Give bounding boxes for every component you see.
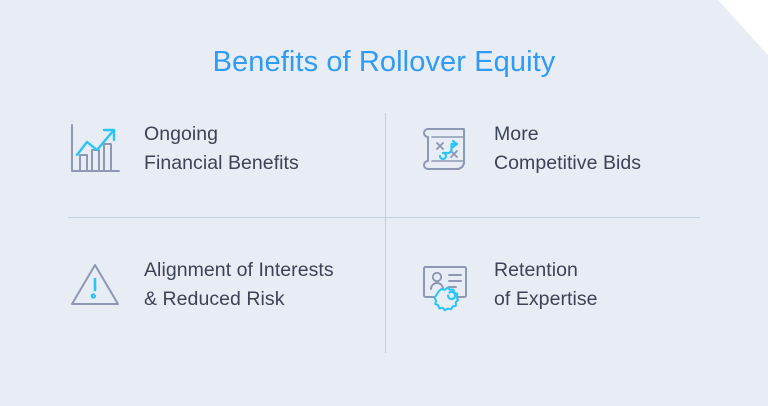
benefit-item-more-competitive-bids: More Competitive Bids bbox=[416, 120, 641, 178]
growth-bar-chart-icon bbox=[66, 120, 124, 178]
benefit-item-ongoing-financial-benefits: Ongoing Financial Benefits bbox=[66, 120, 299, 178]
warning-triangle-icon bbox=[66, 256, 124, 314]
benefit-label: Ongoing Financial Benefits bbox=[144, 123, 299, 174]
strategy-blueprint-icon bbox=[416, 120, 474, 178]
benefit-label: More Competitive Bids bbox=[494, 123, 642, 174]
vertical-divider bbox=[385, 113, 386, 353]
benefit-label: Retention of Expertise bbox=[494, 259, 598, 310]
benefit-label: Alignment of Interests & Reduced Risk bbox=[144, 259, 334, 310]
benefit-item-retention-of-expertise: Retention of Expertise bbox=[416, 256, 598, 314]
benefit-item-alignment-of-interests: Alignment of Interests & Reduced Risk bbox=[66, 256, 334, 314]
horizontal-divider bbox=[68, 217, 700, 218]
certificate-badge-icon bbox=[416, 256, 474, 314]
page-title: Benefits of Rollover Equity bbox=[212, 46, 556, 78]
